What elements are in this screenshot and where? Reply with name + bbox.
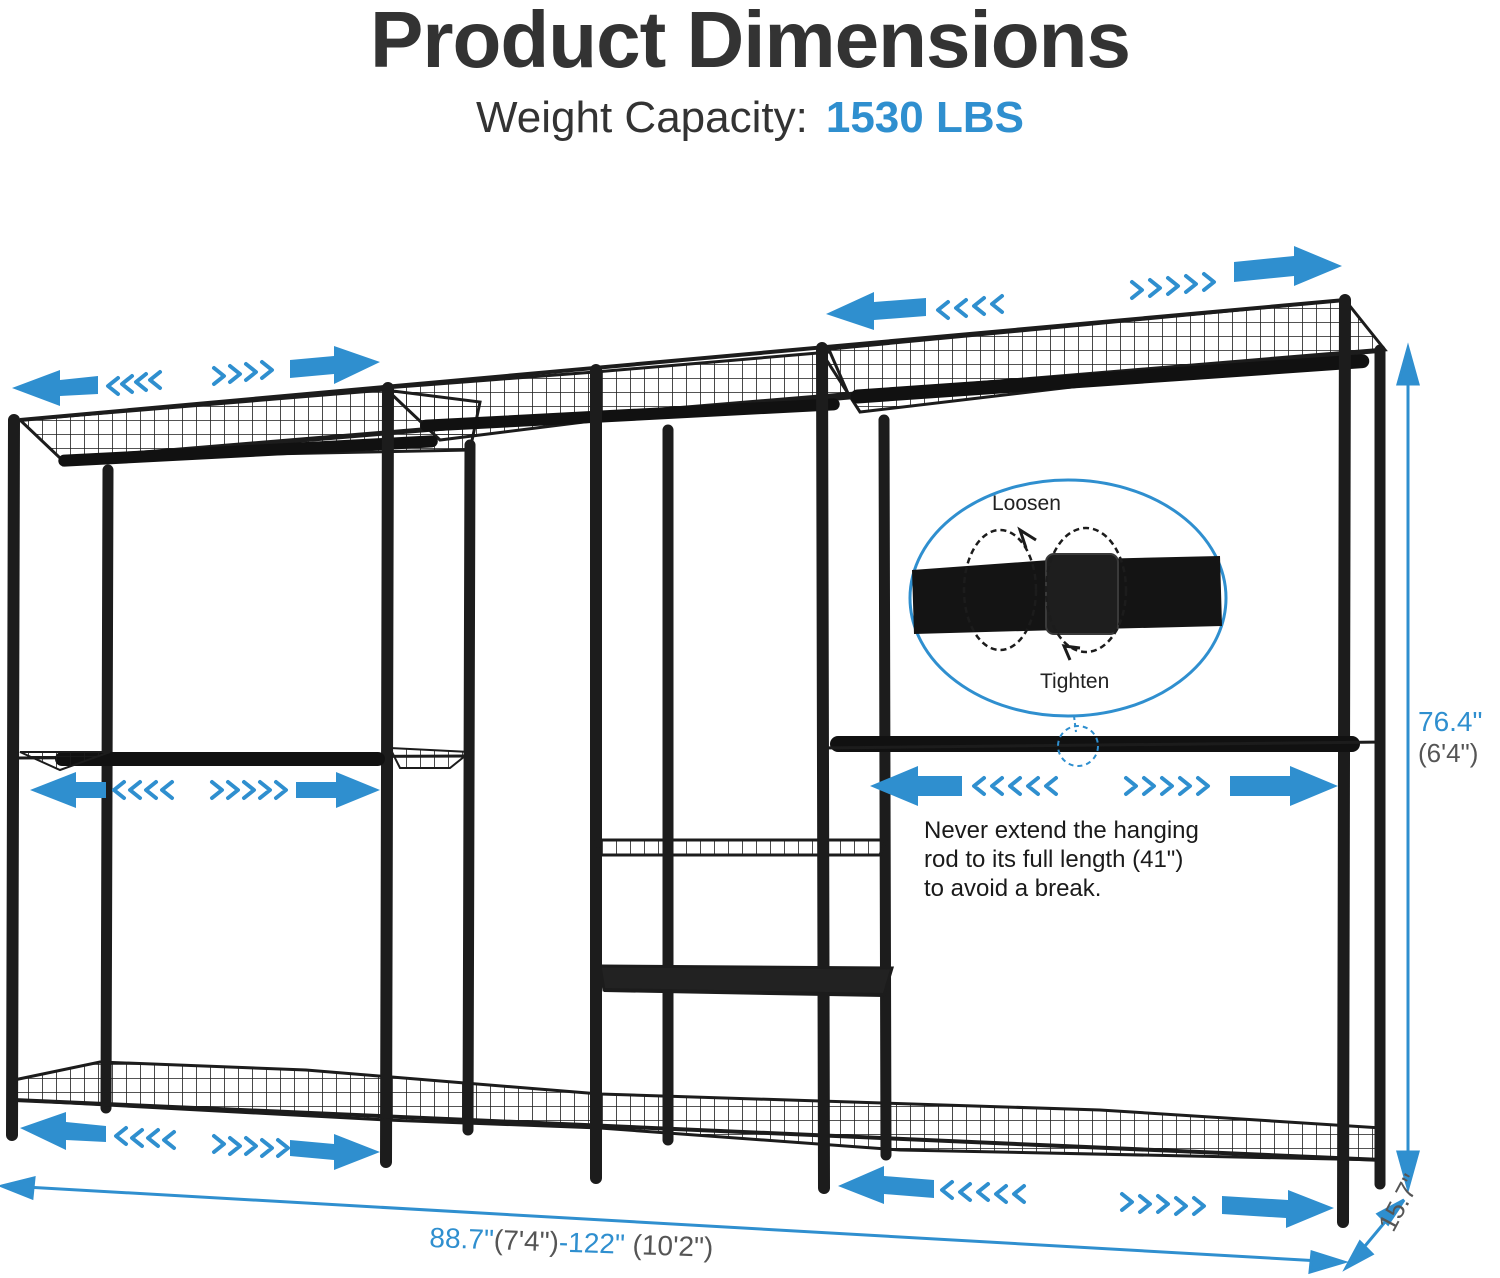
adjustment-arrows [12, 246, 1342, 1228]
arrow-left-icon [870, 766, 962, 806]
width-min-feet: (7'4") [493, 1224, 560, 1258]
warning-line-3: to avoid a break. [924, 875, 1102, 902]
width-max-inches: 122" [567, 1226, 626, 1260]
arrow-right-icon [1234, 246, 1342, 286]
weight-capacity: Weight Capacity: 1530 LBS [0, 92, 1500, 144]
warning-line-2: rod to its full length (41") [924, 846, 1184, 873]
bottom-shelves [12, 1060, 1384, 1162]
center-small-shelves [594, 838, 895, 997]
vertical-poles [6, 294, 1386, 1228]
arrow-right-icon [296, 772, 380, 808]
height-inches: 76.4" [1418, 706, 1483, 737]
arrow-left-icon [30, 772, 106, 808]
arrow-right-icon [290, 346, 380, 384]
height-feet: (6'4") [1418, 738, 1479, 768]
arrow-right-icon [290, 1134, 380, 1170]
middle-hanging-rods [13, 736, 1386, 772]
loosen-arrow-icon [1017, 526, 1037, 549]
arrow-left-icon [826, 292, 926, 330]
loosen-label: Loosen [992, 492, 1061, 515]
arrow-left-icon [20, 1112, 106, 1150]
warning-line-1: Never extend the hanging [924, 817, 1199, 844]
chevron-marks [106, 272, 1216, 1216]
width-dimension-line [7, 1184, 1339, 1264]
page-title: Product Dimensions [370, 0, 1131, 84]
top-hanging-rods [58, 354, 1370, 467]
arrow-right-icon [1222, 1190, 1334, 1228]
tighten-label: Tighten [1040, 670, 1110, 693]
arrow-left-icon [838, 1166, 934, 1204]
width-max-feet: (10'2") [632, 1229, 714, 1263]
hanging-rod-warning: Never extend the hanging rod to its full… [924, 816, 1264, 903]
width-min-inches: 88.7" [428, 1222, 495, 1256]
height-dimension: 76.4" (6'4") [1418, 706, 1482, 769]
arrow-left-icon [12, 370, 98, 406]
weight-capacity-label: Weight Capacity: [476, 93, 808, 142]
weight-capacity-value: 1530 LBS [825, 93, 1024, 142]
dimension-lines [0, 342, 1420, 1275]
arrow-right-icon [1230, 766, 1338, 806]
tighten-arrow-icon [1061, 644, 1081, 661]
rod-detail-callout [908, 478, 1228, 767]
